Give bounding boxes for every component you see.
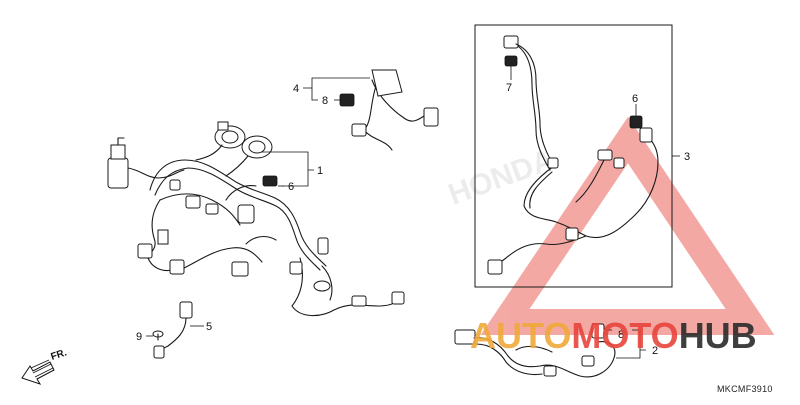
watermark-logo: HONDA <box>444 116 775 335</box>
diagram-code: MKCMF3910 <box>717 384 773 394</box>
main-wire-harness <box>107 121 405 317</box>
sub-harness-3 <box>487 35 659 275</box>
callout-5: 5 <box>206 321 212 333</box>
callout-4: 4 <box>293 83 299 95</box>
watermark-brand-part3: HUB <box>679 315 757 356</box>
watermark-brand-text: AUTOMOTOHUB <box>470 315 757 356</box>
svg-text:AUTOMOTOHUB: AUTOMOTOHUB <box>470 315 757 356</box>
callout-8a: 8 <box>322 95 328 107</box>
callout-7: 7 <box>506 82 512 94</box>
callout-8b: 8 <box>618 329 624 341</box>
watermark-brand-part1: AUTO <box>470 315 571 356</box>
callout-6a: 6 <box>288 181 294 193</box>
part-4-connector-set <box>339 69 439 151</box>
part-9-bolt <box>152 330 164 341</box>
callout-6b: 6 <box>632 93 638 105</box>
callout-2: 2 <box>652 345 658 357</box>
front-arrow-icon <box>21 359 55 385</box>
front-label: FR. <box>50 347 69 363</box>
callout-1: 1 <box>317 165 323 177</box>
callouts: 1 2 3 4 5 6 6 7 8 8 9 <box>136 82 690 357</box>
front-direction-indicator: FR. <box>21 347 69 385</box>
part-5-ground-lead <box>153 301 193 359</box>
callout-3: 3 <box>684 151 690 163</box>
sub-harness-2 <box>454 323 616 378</box>
watermark-brand-part2: MOTO <box>571 315 678 356</box>
callout-9: 9 <box>136 331 142 343</box>
leader-lines <box>146 66 680 359</box>
